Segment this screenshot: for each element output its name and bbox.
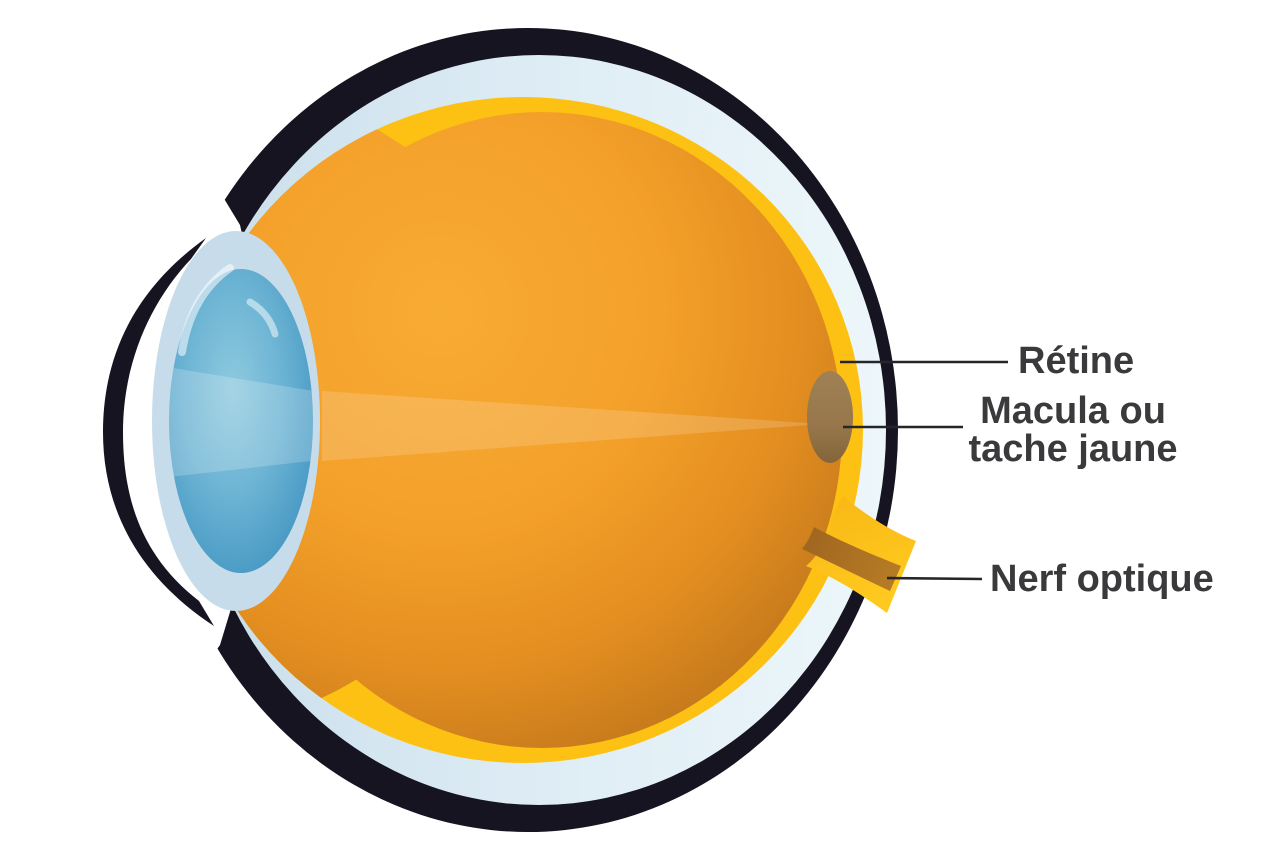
lens (169, 269, 313, 573)
lens-glare-left (178, 264, 234, 356)
macula-label-line2: tache jaune (968, 428, 1177, 470)
vitreous-body (242, 112, 842, 748)
macula-label-line1: Macula ou (980, 390, 1166, 432)
lens-beam-band-group (169, 366, 313, 478)
lens-beam-band (169, 366, 313, 478)
optic-nerve-core (802, 527, 901, 591)
optic-nerve-leader-line (886, 576, 983, 581)
light-beam (322, 391, 823, 461)
cornea-outline (103, 238, 214, 626)
retina-label: Rétine (1018, 340, 1134, 382)
lens-glare-right (246, 298, 279, 338)
optic-nerve-label: Nerf optique (990, 558, 1214, 600)
macula (807, 371, 853, 463)
